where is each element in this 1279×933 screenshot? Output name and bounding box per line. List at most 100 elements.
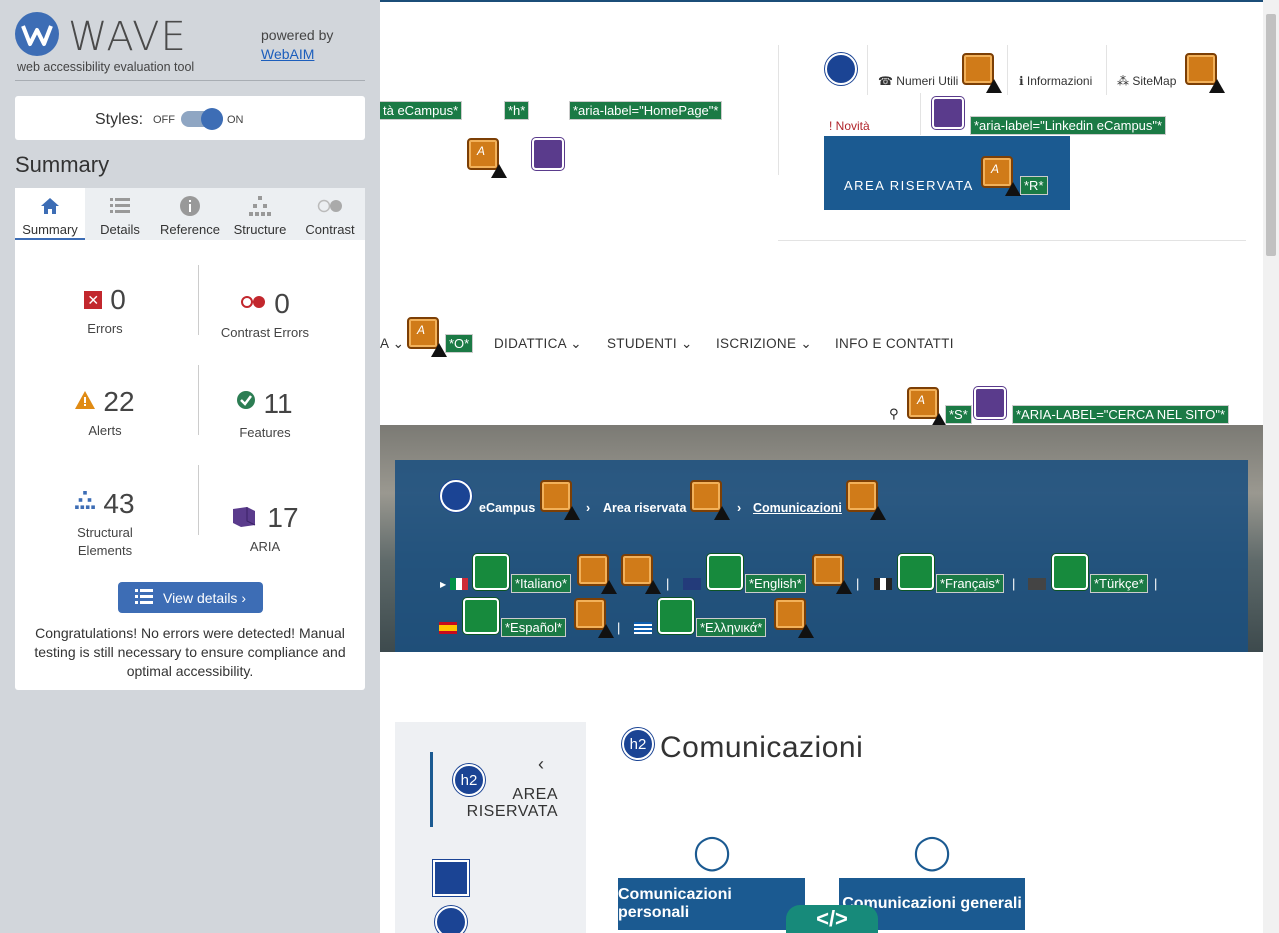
turkey-flag-icon	[1028, 578, 1046, 590]
informazioni-link[interactable]: ℹ Informazioni	[1019, 74, 1093, 88]
spain-flag-icon	[439, 622, 457, 634]
linked-image-icon[interactable]	[463, 598, 499, 634]
chevron-left-icon[interactable]: ‹	[538, 754, 544, 774]
features-stat[interactable]: 11 Features	[185, 384, 345, 442]
linked-image-icon[interactable]	[658, 598, 694, 634]
tab-details[interactable]: Details	[85, 188, 155, 240]
aria-icon	[231, 502, 257, 534]
congratulations-text: Congratulations! No errors were detected…	[34, 625, 346, 679]
wave-logo-text: WAVE	[68, 14, 187, 60]
separator: |	[617, 620, 621, 635]
sitemap-icon	[225, 196, 295, 216]
image-icon[interactable]	[1052, 554, 1088, 590]
features-count: 11	[263, 388, 293, 419]
breadcrumb-home[interactable]: eCampus	[479, 501, 536, 515]
image-icon[interactable]	[898, 554, 934, 590]
language-link-it[interactable]: *Italiano*	[510, 574, 572, 593]
aria-label-tag: tà eCampus*	[378, 101, 463, 120]
scrollbar-thumb[interactable]	[1266, 14, 1276, 256]
comunicazioni-generali-button[interactable]: Comunicazioni generali	[839, 878, 1025, 930]
divider	[920, 93, 921, 135]
nav-item-didattica[interactable]: DIDATTICA ⌄	[494, 336, 582, 351]
list-icon[interactable]	[440, 480, 472, 512]
language-link-tr[interactable]: *Türkçe*	[1090, 574, 1148, 593]
view-details-button[interactable]: View details ›	[118, 582, 263, 613]
alert-icon[interactable]: A	[407, 317, 447, 357]
structural-label: Structural Elements	[77, 525, 133, 558]
novita-link[interactable]: ! Novità	[829, 119, 870, 133]
code-toggle-icon[interactable]: </>	[786, 905, 878, 933]
divider	[1106, 45, 1107, 95]
css-icon[interactable]	[433, 860, 469, 896]
aria-stat[interactable]: 17 ARIA	[185, 502, 345, 556]
alert-icon[interactable]: A	[467, 138, 507, 178]
aria-tag-icon[interactable]	[532, 138, 564, 170]
breadcrumb-current[interactable]: Comunicazioni	[753, 501, 842, 515]
wave-tagline: web accessibility evaluation tool	[17, 60, 195, 74]
divider	[198, 465, 199, 535]
chat-icon: ◯	[693, 833, 732, 871]
features-label: Features	[239, 425, 291, 440]
structural-stat[interactable]: 43 Structural Elements	[25, 484, 185, 560]
styles-toggle-knob[interactable]	[201, 108, 223, 130]
tab-structure[interactable]: Structure	[225, 188, 295, 240]
link-alert-icon[interactable]	[1185, 53, 1225, 93]
greece-flag-icon	[634, 622, 652, 634]
link-alert-icon[interactable]	[812, 554, 852, 594]
link-alert-icon[interactable]	[962, 53, 1002, 93]
aria-label-tag: *ARIA-LABEL="CERCA NEL SITO"*	[1011, 405, 1230, 424]
aria-label: ARIA	[249, 539, 281, 554]
comunicazioni-personali-button[interactable]: Comunicazioni personali	[618, 878, 805, 930]
wave-logo-icon	[15, 12, 59, 56]
language-link-el[interactable]: *Ελληνικά*	[695, 618, 767, 637]
alerts-stat[interactable]: 22 Alerts	[25, 384, 185, 440]
h2-icon: h2	[453, 764, 485, 796]
nav-item-studenti[interactable]: STUDENTI ⌄	[607, 336, 693, 351]
aria-label-tag: *S*	[945, 405, 972, 424]
linked-image-icon[interactable]	[707, 554, 743, 590]
nav-item-info[interactable]: INFO E CONTATTI	[835, 336, 954, 351]
divider	[867, 45, 868, 95]
language-link-en[interactable]: *English*	[745, 574, 806, 593]
scrollbar[interactable]	[1263, 0, 1279, 933]
area-riservata-button[interactable]: AREA RISERVATA A *R*	[824, 136, 1070, 210]
list-icon[interactable]	[435, 906, 467, 933]
link-alert-icon[interactable]	[574, 598, 614, 638]
redirect-alert-icon[interactable]	[621, 554, 661, 594]
nav-item-iscrizione[interactable]: ISCRIZIONE ⌄	[716, 336, 812, 351]
tab-summary[interactable]: Summary	[15, 188, 85, 240]
search-icon[interactable]: ⚲	[889, 406, 899, 421]
link-alert-icon[interactable]	[577, 554, 617, 594]
webaim-link[interactable]: WebAIM	[261, 46, 315, 62]
alerts-label: Alerts	[88, 423, 122, 438]
nav-item-partial[interactable]: A ⌄	[380, 336, 405, 351]
errors-stat[interactable]: ✕0 Errors	[25, 284, 185, 338]
aria-label-tag: *O*	[444, 334, 474, 353]
list-icon	[134, 588, 153, 607]
numeri-utili-link[interactable]: ☎ Numeri Utili	[878, 74, 959, 88]
link-alert-icon[interactable]	[540, 480, 580, 520]
tab-contrast[interactable]: Contrast	[295, 188, 365, 240]
contrast-errors-stat[interactable]: 0 Contrast Errors	[185, 284, 345, 342]
alert-icon[interactable]: A	[907, 387, 947, 427]
linked-image-icon[interactable]	[473, 554, 509, 590]
link-alert-icon[interactable]	[846, 480, 886, 520]
aria-tag-icon[interactable]	[932, 97, 964, 129]
language-link-es[interactable]: *Español*	[500, 618, 567, 637]
list-icon[interactable]	[825, 53, 857, 85]
link-alert-icon[interactable]	[774, 598, 814, 638]
sitemap-link[interactable]: ⁂ SiteMap	[1117, 74, 1177, 88]
aria-tag-icon[interactable]	[974, 387, 1006, 419]
chats-icon: ◯	[913, 833, 952, 871]
area-riservata-label: AREA RISERVATA	[844, 178, 974, 193]
styles-off-label: OFF	[153, 114, 175, 126]
sidebar-accent	[430, 752, 433, 827]
link-alert-icon[interactable]	[690, 480, 730, 520]
summary-heading: Summary	[15, 152, 110, 177]
tab-reference[interactable]: Reference	[155, 188, 225, 240]
language-link-fr[interactable]: *Français*	[936, 574, 1004, 593]
separator: |	[666, 576, 670, 591]
alert-icon[interactable]: A	[981, 156, 1021, 196]
breadcrumb-area[interactable]: Area riservata	[603, 501, 687, 515]
